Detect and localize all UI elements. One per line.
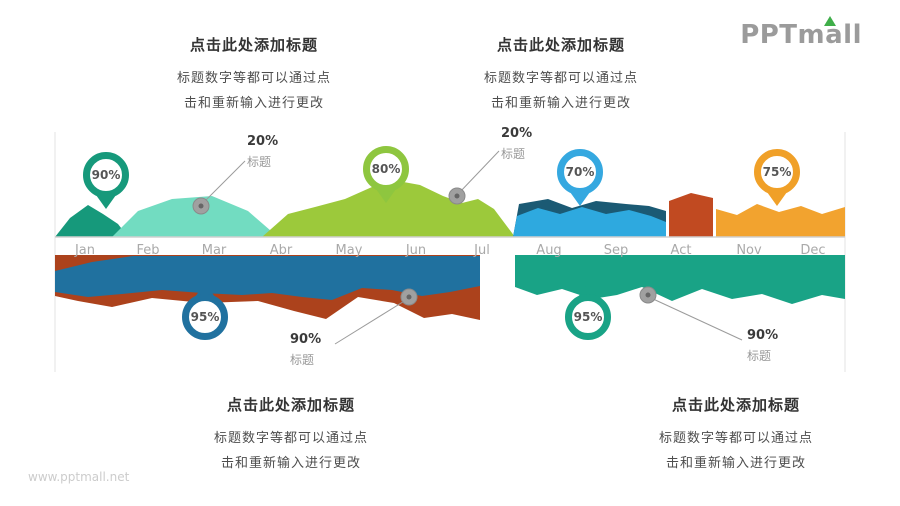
- pin-circle: 75%: [754, 149, 800, 195]
- callout-20-jul[interactable]: 20% 标题: [501, 126, 532, 162]
- callout-dot-mar: [192, 197, 210, 215]
- placeholder-line1: 标题数字等都可以通过点: [213, 431, 368, 446]
- month-label-mar: Mar: [201, 243, 227, 258]
- month-label-sep: Sep: [603, 243, 629, 258]
- callout-90-bottom-right[interactable]: 90% 标题: [747, 328, 778, 364]
- area-teal-peak: [55, 205, 128, 237]
- month-label-dec: Dec: [800, 243, 826, 258]
- month-label-feb: Feb: [136, 243, 160, 258]
- callout-label: 标题: [501, 147, 526, 161]
- placeholder-title: 点击此处添加标题: [226, 396, 355, 414]
- area-rust-block: [669, 193, 713, 237]
- text-block-bottom-right[interactable]: 点击此处添加标题 标题数字等都可以通过点 击和重新输入进行更改: [620, 394, 852, 476]
- callout-label: 标题: [290, 353, 315, 367]
- callout-line-bottom-right: [650, 297, 743, 341]
- placeholder-title: 点击此处添加标题: [189, 36, 318, 54]
- placeholder-line1: 标题数字等都可以通过点: [483, 71, 638, 86]
- callout-label: 标题: [747, 349, 772, 363]
- pin-value: 75%: [762, 165, 792, 179]
- pin-circle: 95%: [182, 294, 228, 340]
- pin-value: 95%: [190, 310, 220, 324]
- watermark-url: www.pptmall.net: [28, 470, 130, 484]
- callout-label: 标题: [247, 155, 272, 169]
- pin-pointer-icon: [767, 192, 787, 206]
- area-orange: [716, 204, 845, 237]
- area-mint: [112, 196, 278, 237]
- callout-value: 90%: [747, 328, 779, 343]
- pptmall-logo: PPTmall: [740, 16, 862, 50]
- placeholder-line2: 击和重新输入进行更改: [220, 456, 361, 471]
- callout-20-mar[interactable]: 20% 标题: [247, 134, 278, 170]
- area-lightblue: [513, 207, 666, 237]
- pin-pointer-icon: [570, 192, 590, 206]
- pin-value: 80%: [371, 162, 401, 176]
- callout-dot-jul: [448, 187, 466, 205]
- pin-pointer-icon: [376, 189, 396, 203]
- callout-value: 20%: [501, 126, 533, 141]
- marker-pin-95-bottom-right[interactable]: 95%: [565, 283, 611, 340]
- marker-pin-80-may[interactable]: 80%: [363, 146, 409, 203]
- pin-pointer-icon: [578, 283, 598, 297]
- placeholder-title: 点击此处添加标题: [671, 396, 800, 414]
- pin-value: 70%: [565, 165, 595, 179]
- month-label-jul: Jul: [474, 243, 490, 258]
- placeholder-line2: 击和重新输入进行更改: [490, 96, 631, 111]
- placeholder-line2: 击和重新输入进行更改: [665, 456, 806, 471]
- month-label-act: Act: [670, 243, 692, 258]
- callout-90-bottom-left[interactable]: 90% 标题: [290, 332, 321, 368]
- pin-value: 95%: [573, 310, 603, 324]
- callout-line-bottom-left: [334, 299, 407, 345]
- pin-circle: 95%: [565, 294, 611, 340]
- logo-triangle-icon: [824, 16, 836, 26]
- pin-circle: 90%: [83, 152, 129, 198]
- pin-value: 90%: [91, 168, 121, 182]
- marker-pin-70-aug[interactable]: 70%: [557, 149, 603, 206]
- text-block-top-left[interactable]: 点击此处添加标题 标题数字等都可以通过点 击和重新输入进行更改: [138, 34, 370, 116]
- marker-pin-90-jan[interactable]: 90%: [83, 152, 129, 209]
- month-label-nov: Nov: [736, 243, 762, 258]
- placeholder-line1: 标题数字等都可以通过点: [658, 431, 813, 446]
- pin-circle: 70%: [557, 149, 603, 195]
- month-label-may: May: [335, 243, 363, 258]
- area-lime: [262, 181, 515, 237]
- callout-line-mar: [202, 160, 246, 204]
- text-block-bottom-left[interactable]: 点击此处添加标题 标题数字等都可以通过点 击和重新输入进行更改: [175, 394, 407, 476]
- callout-dot-bottom-left: [400, 288, 418, 306]
- placeholder-title: 点击此处添加标题: [496, 36, 625, 54]
- month-label-aug: Aug: [536, 243, 562, 258]
- pin-pointer-icon: [195, 283, 215, 297]
- marker-pin-95-bottom-left[interactable]: 95%: [182, 283, 228, 340]
- pin-circle: 80%: [363, 146, 409, 192]
- text-block-top-right[interactable]: 点击此处添加标题 标题数字等都可以通过点 击和重新输入进行更改: [445, 34, 677, 116]
- marker-pin-75-nov[interactable]: 75%: [754, 149, 800, 206]
- month-label-jan: Jan: [74, 243, 96, 258]
- month-label-jun: Jun: [405, 243, 427, 258]
- placeholder-line1: 标题数字等都可以通过点: [176, 71, 331, 86]
- callout-line-jul: [458, 150, 500, 194]
- callout-value: 90%: [290, 332, 322, 347]
- callout-dot-bottom-right: [639, 286, 657, 304]
- callout-value: 20%: [247, 134, 279, 149]
- pin-pointer-icon: [96, 195, 116, 209]
- month-label-abr: Abr: [269, 243, 293, 258]
- band-blue-bottom-left: [55, 256, 480, 300]
- placeholder-line2: 击和重新输入进行更改: [183, 96, 324, 111]
- logo-text: PPTmall: [740, 20, 862, 50]
